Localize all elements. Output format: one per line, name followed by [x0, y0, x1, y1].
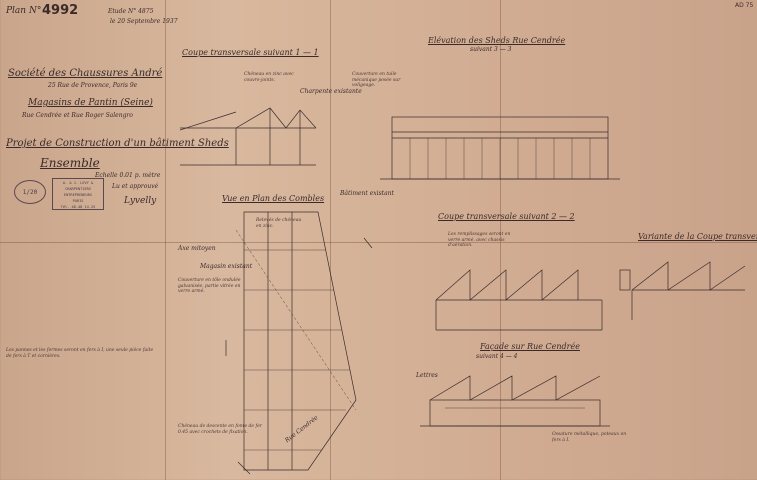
left-note: Les pannes et les fermes seront en fers … [6, 348, 154, 359]
facade-drawing [420, 375, 610, 427]
signature: Lyvelly [124, 196, 157, 206]
round-stamp: 1/20 [14, 180, 46, 204]
label-axe-mitoyen: Axe mitoyen [178, 245, 216, 252]
store-address: Rue Cendrée et Rue Roger Salengro [22, 112, 133, 119]
label-charpente-existante: Charpente existante [300, 88, 362, 95]
plan-drawing [235, 211, 357, 471]
variante-drawing [619, 261, 746, 320]
coupe-2-drawing [435, 269, 603, 331]
section-subtitle-facade: suivant 4 — 4 [476, 353, 518, 360]
section-title-elevation: Elévation des Sheds Rue Cendrée [428, 36, 566, 45]
elevation-note: Couverture en tuile mécanique posée sur … [352, 72, 401, 88]
coupe2-note: Les remplissages seront en verre armé, a… [448, 232, 511, 248]
section-subtitle-elevation: suivant 3 — 3 [470, 46, 512, 53]
coupe-1-drawing [179, 107, 317, 166]
company-address: 25 Rue de Provence, Paris 9e [48, 82, 138, 89]
fold-line-h1 [0, 242, 757, 243]
section-title-plan: Vue en Plan des Combles [222, 194, 325, 203]
drawing-subtitle: Ensemble [40, 156, 100, 170]
fold-line-v2 [330, 0, 331, 480]
section-title-coupe-2: Coupe transversale suivant 2 — 2 [438, 212, 575, 221]
company-name: Société des Chaussures André [8, 68, 163, 79]
plan-number: 4992 [42, 3, 79, 18]
label-lettres: Lettres [416, 372, 438, 379]
study-reference: Etude N° 4875 [108, 8, 154, 15]
contractor-stamp: A. & J. LEVY & CHARPENTIERS ENTREPRENEUR… [52, 178, 104, 210]
plan-note-gutter: Relevés de chéneau en zinc. [256, 218, 302, 229]
label-batiment-existant: Bâtiment existant [340, 190, 394, 197]
bottom-plan-note: Chéneau de descente en fonte de fer 0.45… [178, 424, 263, 435]
section-title-coupe-1: Coupe transversale suivant 1 — 1 [182, 48, 319, 57]
section-title-variante: Variante de la Coupe transversale [638, 232, 757, 241]
approval-note: Lu et approuvé [112, 183, 159, 190]
fold-line-v3 [500, 0, 501, 480]
label-magasin-existant: Magasin existant [200, 263, 253, 270]
project-title: Projet de Construction d'un bâtiment She… [6, 138, 229, 149]
facade-note: Ossature métallique, poteaux en fers à I… [552, 432, 627, 443]
coupe1-note: Chéneau en zinc avec couvre-joints. [244, 72, 294, 83]
section-title-facade: Façade sur Rue Cendrée [480, 342, 580, 351]
plan-number-prefix: Plan N° [6, 6, 42, 16]
store-name: Magasins de Pantin (Seine) [28, 98, 153, 108]
plan-date: le 20 Septembre 1937 [110, 18, 178, 25]
fold-line-v1 [165, 0, 166, 480]
archive-mark: AD 75 [735, 2, 754, 9]
drawing-scale: Echelle 0.01 p. mètre [95, 172, 161, 179]
elevation-drawing [380, 116, 620, 180]
plan-note-roof: Couverture en tôle ondulée galvanisée, p… [178, 278, 241, 294]
